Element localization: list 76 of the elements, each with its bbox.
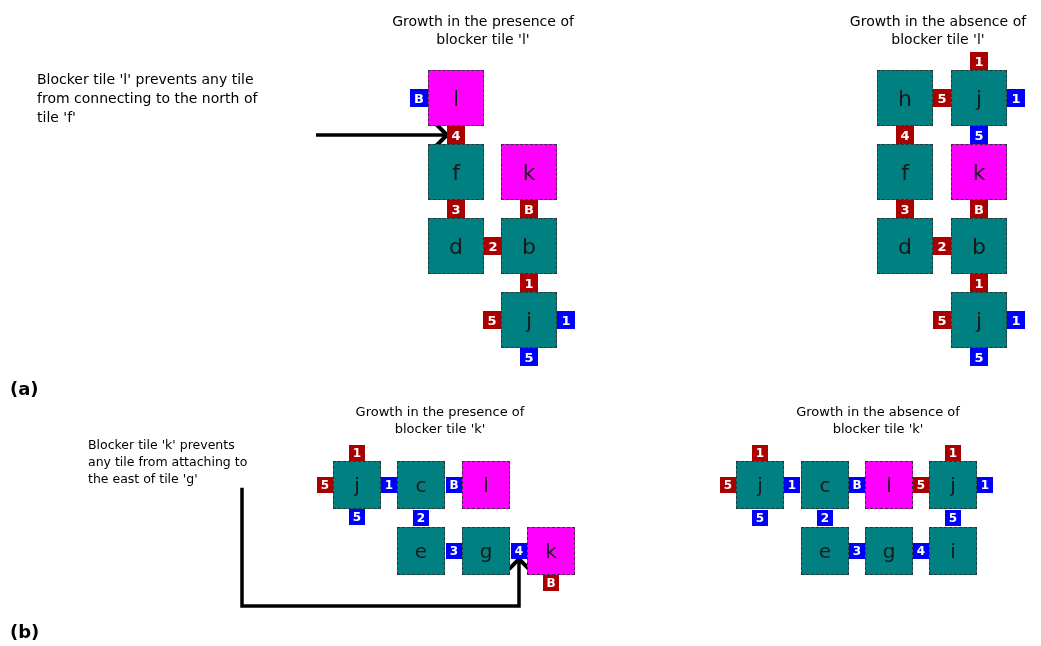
glue-marker: 5 <box>720 477 736 493</box>
annotation-text: Blocker tile 'k' prevents any tile from attaching to the east of tile 'g' <box>88 437 250 488</box>
tile: l <box>428 70 484 126</box>
tile: j <box>333 461 381 509</box>
tile: e <box>397 527 445 575</box>
tile: c <box>397 461 445 509</box>
glue-marker: B <box>410 89 428 107</box>
glue-marker: B <box>543 575 559 591</box>
tile: c <box>801 461 849 509</box>
tile: g <box>462 527 510 575</box>
glue-marker: 3 <box>447 200 465 218</box>
tile: k <box>951 144 1007 200</box>
glue-marker: 1 <box>1007 89 1025 107</box>
tile: j <box>929 461 977 509</box>
glue-marker: 4 <box>511 543 527 559</box>
glue-marker: 4 <box>447 126 465 144</box>
glue-marker: 2 <box>484 237 502 255</box>
panel-heading: Growth in the presence of blocker tile 'k' <box>354 404 526 438</box>
annotation-text: Blocker tile 'l' prevents any tile from connecting to the north of tile 'f' <box>37 70 273 127</box>
glue-marker: 5 <box>913 477 929 493</box>
tile: g <box>865 527 913 575</box>
glue-marker: 5 <box>483 311 501 329</box>
glue-marker: B <box>446 477 462 493</box>
tile: f <box>428 144 484 200</box>
glue-marker: 1 <box>381 477 397 493</box>
tile: d <box>428 218 484 274</box>
glue-marker: 3 <box>896 200 914 218</box>
glue-marker: 2 <box>413 510 429 526</box>
glue-marker: 4 <box>896 126 914 144</box>
glue-marker: 2 <box>933 237 951 255</box>
tile: l <box>865 461 913 509</box>
tile: f <box>877 144 933 200</box>
tile: k <box>501 144 557 200</box>
tile: k <box>527 527 575 575</box>
glue-marker: 1 <box>970 52 988 70</box>
glue-marker: 1 <box>970 274 988 292</box>
tile: l <box>462 461 510 509</box>
glue-marker: 5 <box>933 311 951 329</box>
tile: b <box>501 218 557 274</box>
tile: j <box>951 292 1007 348</box>
glue-marker: 5 <box>945 510 961 526</box>
tile: h <box>877 70 933 126</box>
panel-heading: Growth in the absence of blocker tile 'l' <box>848 12 1028 49</box>
tile: b <box>951 218 1007 274</box>
glue-marker: 5 <box>317 477 333 493</box>
tile: d <box>877 218 933 274</box>
tile: j <box>501 292 557 348</box>
tile: e <box>801 527 849 575</box>
panel-label: (a) <box>10 377 39 401</box>
panel-heading: Growth in the absence of blocker tile 'k' <box>795 404 961 438</box>
tile: i <box>929 527 977 575</box>
glue-marker: 1 <box>945 445 961 461</box>
panel-label: (b) <box>10 620 40 644</box>
glue-marker: 5 <box>933 89 951 107</box>
panel-heading: Growth in the presence of blocker tile 'l' <box>391 12 576 49</box>
glue-marker: 1 <box>752 445 768 461</box>
glue-marker: 4 <box>913 543 929 559</box>
glue-marker: 5 <box>520 348 538 366</box>
glue-marker: B <box>849 477 865 493</box>
glue-marker: 1 <box>520 274 538 292</box>
glue-marker: 1 <box>1007 311 1025 329</box>
glue-marker: 1 <box>349 445 365 461</box>
glue-marker: 1 <box>784 477 800 493</box>
tile: j <box>951 70 1007 126</box>
glue-marker: B <box>970 200 988 218</box>
glue-marker: 1 <box>557 311 575 329</box>
glue-marker: 1 <box>977 477 993 493</box>
glue-marker: 2 <box>817 510 833 526</box>
glue-marker: 5 <box>349 509 365 525</box>
glue-marker: 5 <box>970 126 988 144</box>
glue-marker: B <box>520 200 538 218</box>
glue-marker: 5 <box>752 510 768 526</box>
glue-marker: 5 <box>970 348 988 366</box>
tile: j <box>736 461 784 509</box>
glue-marker: 3 <box>849 543 865 559</box>
glue-marker: 3 <box>446 543 462 559</box>
